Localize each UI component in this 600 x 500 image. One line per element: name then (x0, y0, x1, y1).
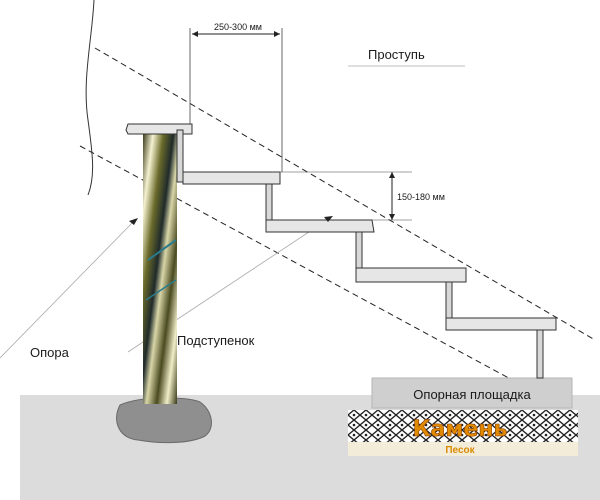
sand-layer (348, 442, 578, 456)
rock (116, 397, 212, 444)
riser-1 (176, 129, 184, 183)
support-label: Опора (30, 345, 70, 360)
step-3-tread (355, 267, 467, 283)
step-4-tread (445, 317, 557, 331)
bottom-post (536, 329, 544, 379)
sand-label: Песок (445, 445, 475, 456)
riser-height-label: 150-180 мм (397, 192, 445, 202)
tread-width-label: 250-300 мм (214, 22, 262, 32)
support-leader-line (0, 219, 136, 359)
riser-arrow (324, 216, 333, 222)
lower-slope-dashed-line (79, 145, 541, 396)
wall-contour-line (85, 0, 95, 196)
step-1-tread (182, 171, 281, 185)
support-pad (371, 377, 573, 409)
support-arrow (129, 218, 138, 225)
support-pad-label: Опорная площадка (413, 387, 531, 402)
step-2-tread (265, 219, 375, 233)
riser-label: Подступенок (177, 333, 255, 348)
tread-label: Проступь (368, 47, 425, 62)
stone-layer (348, 410, 578, 442)
upper-slope-dashed-line (94, 47, 596, 341)
support-post (143, 134, 177, 404)
top-landing-slab (125, 123, 193, 135)
stone-label: Камень (413, 417, 508, 442)
